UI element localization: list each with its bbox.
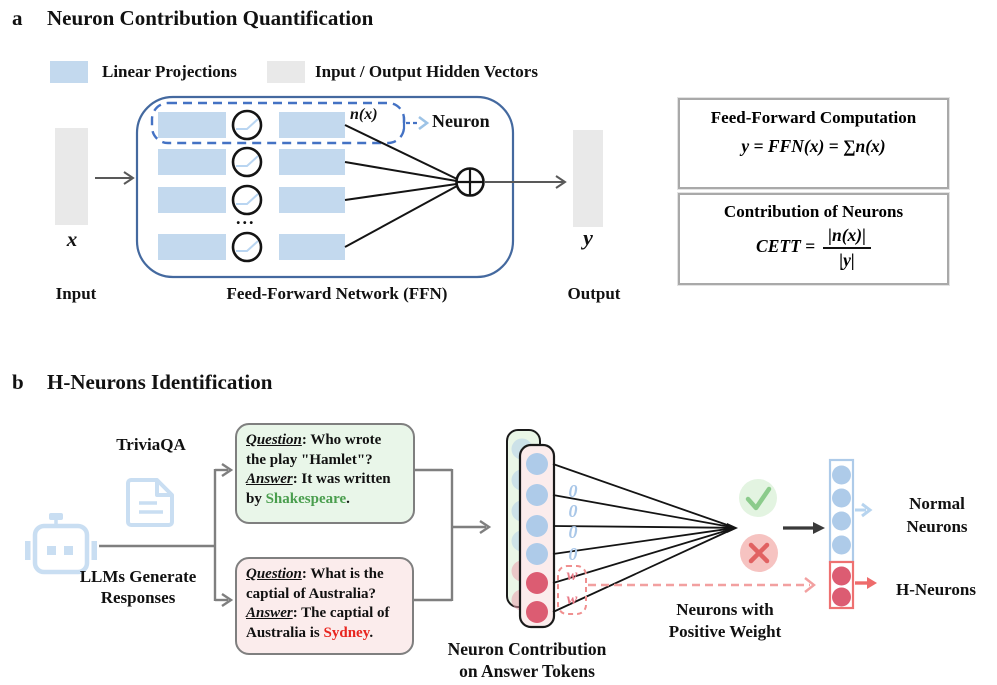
robot-icon (25, 513, 97, 575)
positive-weight-line1: Neurons with (676, 600, 774, 619)
qa-correct-answer: Answer: It was written by Shakespeare. (246, 470, 404, 509)
weight-connectors (552, 463, 734, 613)
positive-weight-line2: Positive Weight (668, 621, 782, 641)
input-hidden-vector (55, 128, 88, 225)
weight-w-2: w (566, 591, 578, 608)
output-caption: Output (567, 284, 621, 303)
panel-b-title: H-Neurons Identification (47, 370, 273, 394)
legend-swatch-blue (50, 61, 88, 83)
converge-arrowhead (727, 523, 738, 533)
neuron-sum-connectors (344, 124, 458, 248)
neuron-output-formula: n(x) (350, 106, 378, 123)
feed-forward-computation-box: Feed-Forward Computation y = FFN(x) = ∑n… (678, 98, 949, 189)
weight-zero-3: 0 (568, 522, 578, 542)
answer-text: : It was written by (246, 471, 391, 507)
w-weights-dashed-box (557, 565, 587, 615)
column-caption: Neuron Contribution on Answer Tokens (425, 638, 629, 682)
dataset-label: TriviaQA (116, 435, 186, 454)
question-text: : What is the captial of Australia? (246, 566, 384, 602)
weight-zero-4: 0 (568, 544, 578, 564)
classification-arrow (783, 522, 825, 534)
contribution-of-neurons-box: Contribution of Neurons CETT = |n(x)||y| (678, 193, 949, 285)
cett-denominator: |y| (839, 250, 855, 270)
question-label: Question (246, 566, 302, 582)
normal-neuron-column (828, 458, 855, 564)
cett-formula: CETT = |n(x)||y| (680, 225, 947, 271)
panel-a-label: a (12, 6, 23, 30)
positive-weight-caption: Neurons with Positive Weight (634, 599, 816, 642)
ff-box-title: Feed-Forward Computation (710, 108, 917, 127)
cross-icon (740, 534, 778, 572)
cett-lhs: CETT = (756, 236, 816, 257)
qa-correct-question: Question: Who wrote the play "Hamlet"? (246, 431, 404, 470)
output-arrow (484, 175, 567, 189)
output-hidden-vector (573, 130, 603, 227)
column-caption-line2: on Answer Tokens (459, 661, 595, 681)
column-caption-line1: Neuron Contribution (447, 639, 607, 659)
llm-caption: LLMs Generate Responses (52, 566, 224, 608)
question-text: : Who wrote the play "Hamlet"? (246, 432, 382, 468)
qa-wrong-box: Question: What is the captial of Austral… (235, 557, 414, 655)
answer-highlight-correct: Shakespeare (265, 490, 347, 507)
normal-neurons-line2: Neurons (906, 517, 968, 536)
output-variable: y (583, 225, 593, 250)
qa-correct-box: Question: Who wrote the play "Hamlet"? A… (235, 423, 415, 524)
ffn-caption: Feed-Forward Network (FFN) (226, 284, 448, 303)
answer-period: . (369, 624, 374, 641)
legend-swatch-gray (267, 61, 305, 83)
input-variable: x (66, 227, 78, 251)
neuron-pointer-dashed (402, 115, 430, 131)
cett-box-title: Contribution of Neurons (723, 202, 904, 221)
panel-b-label: b (12, 370, 24, 394)
legend-label-hidden-vectors: Input / Output Hidden Vectors (315, 62, 538, 81)
weight-w-1: w (566, 567, 578, 584)
sum-icon (455, 167, 485, 197)
normal-neurons-line1: Normal (909, 494, 965, 513)
chevron-right-icon (418, 115, 430, 131)
answer-label: Answer (246, 471, 293, 487)
panel-a-title: Neuron Contribution Quantification (47, 6, 374, 30)
answer-text: : The captial of Australia is (246, 605, 390, 641)
llm-caption-line2: Responses (100, 588, 176, 607)
qa-wrong-question: Question: What is the captial of Austral… (246, 565, 403, 604)
h-neurons-caption: H-Neurons (896, 580, 976, 599)
question-label: Question (246, 432, 302, 448)
neuron-callout-label: Neuron (432, 111, 490, 131)
input-caption: Input (55, 284, 97, 303)
cett-numerator: |n(x)| (823, 225, 871, 249)
input-arrow (95, 171, 135, 185)
cett-fraction: |n(x)||y| (823, 225, 871, 271)
h-neuron-dashed-arrow (588, 577, 816, 593)
legend-label-linear-projections: Linear Projections (102, 62, 237, 81)
answer-label: Answer (246, 605, 293, 621)
document-icon (126, 478, 174, 527)
contribution-neurons (526, 453, 548, 623)
weight-zero-2: 0 (568, 501, 578, 521)
check-icon (739, 479, 777, 517)
normal-neurons-caption: Normal Neurons (885, 492, 989, 538)
ffn-box-outline (135, 95, 515, 279)
activation-icon (231, 109, 263, 263)
llm-branch-connectors (99, 463, 492, 607)
h-neuron-column (828, 560, 855, 610)
linear-projection-rects (158, 112, 345, 260)
ff-box-formula: y = FFN(x) = ∑n(x) (741, 136, 886, 156)
llm-caption-line1: LLMs Generate (79, 567, 197, 586)
h-neurons-arrow (855, 577, 877, 589)
ellipsis-label: ... (236, 208, 256, 228)
weight-zero-1: 0 (568, 481, 578, 501)
qa-wrong-answer: Answer: The captial of Australia is Sydn… (246, 604, 403, 643)
normal-neurons-arrow (855, 502, 873, 518)
answer-highlight-wrong: Sydney (323, 624, 370, 641)
answer-period: . (346, 490, 350, 507)
